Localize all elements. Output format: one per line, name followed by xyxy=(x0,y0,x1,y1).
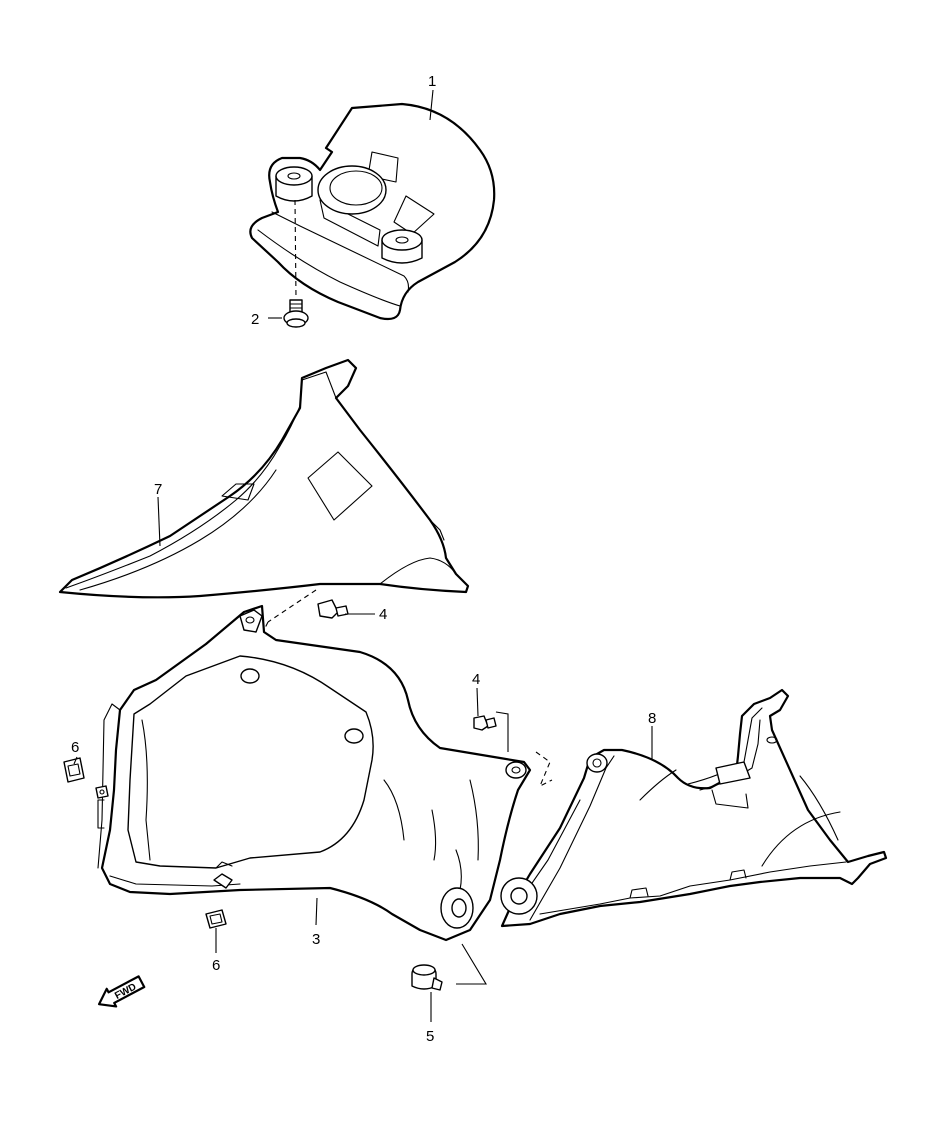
part-7-inner-cover xyxy=(58,358,470,599)
callout-4-lower: 4 xyxy=(472,671,480,688)
callout-4-upper: 4 xyxy=(379,606,387,623)
part-2-bolt xyxy=(283,199,309,328)
part-4-clip-upper xyxy=(261,589,349,635)
part-3-lower-fairing xyxy=(97,604,532,942)
part-6-clip-nut-left xyxy=(63,757,109,799)
callout-6-left: 6 xyxy=(71,739,79,756)
part-8-front-fairing xyxy=(500,688,888,928)
part-4-clip-lower xyxy=(473,711,553,788)
callout-2: 2 xyxy=(251,311,259,328)
callout-5: 5 xyxy=(426,1028,434,1045)
callout-1: 1 xyxy=(428,73,436,90)
callout-8: 8 xyxy=(648,710,656,727)
fwd-label: FWD xyxy=(113,982,138,1002)
leader-lines xyxy=(73,89,653,1022)
part-5-fastener xyxy=(411,943,487,991)
callout-labels: 1 2 7 4 4 8 6 3 6 5 xyxy=(71,73,656,1045)
callout-3: 3 xyxy=(312,931,320,948)
part-1-cover xyxy=(249,102,496,321)
callout-6-lower: 6 xyxy=(212,957,220,974)
callout-7: 7 xyxy=(154,481,162,498)
part-6-clip-nut-lower xyxy=(205,909,227,929)
fwd-arrow-icon: FWD xyxy=(97,975,146,1008)
